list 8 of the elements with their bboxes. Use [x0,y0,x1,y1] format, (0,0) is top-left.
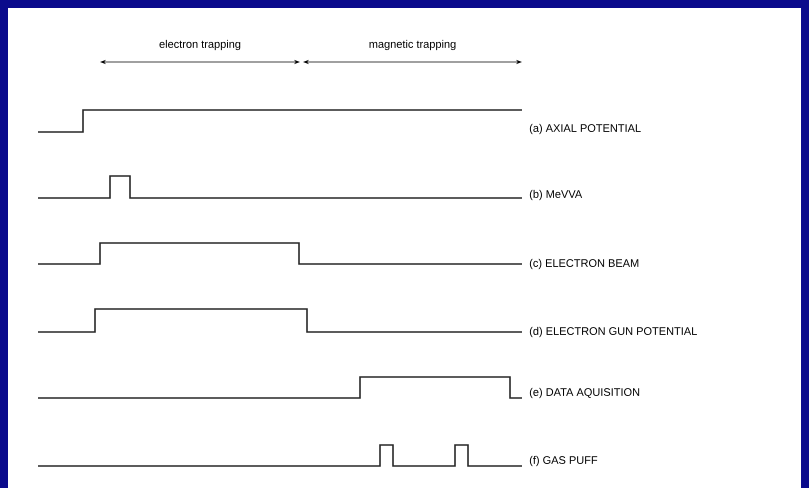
signal-label: (b) MeVVA [530,190,582,200]
span-label: magnetic trapping [370,40,456,50]
signal-label: (c) ELECTRON BEAM [530,258,638,270]
signal-label: (a) AXIAL POTENTIAL [530,124,641,134]
signal-label: (d) ELECTRON GUN POTENTIAL [530,326,697,338]
signal-label: (f) GAS PUFF [530,456,598,466]
signal-label: (e) DATA AQUISITION [530,388,640,398]
span-label: electron trapping [160,40,240,50]
